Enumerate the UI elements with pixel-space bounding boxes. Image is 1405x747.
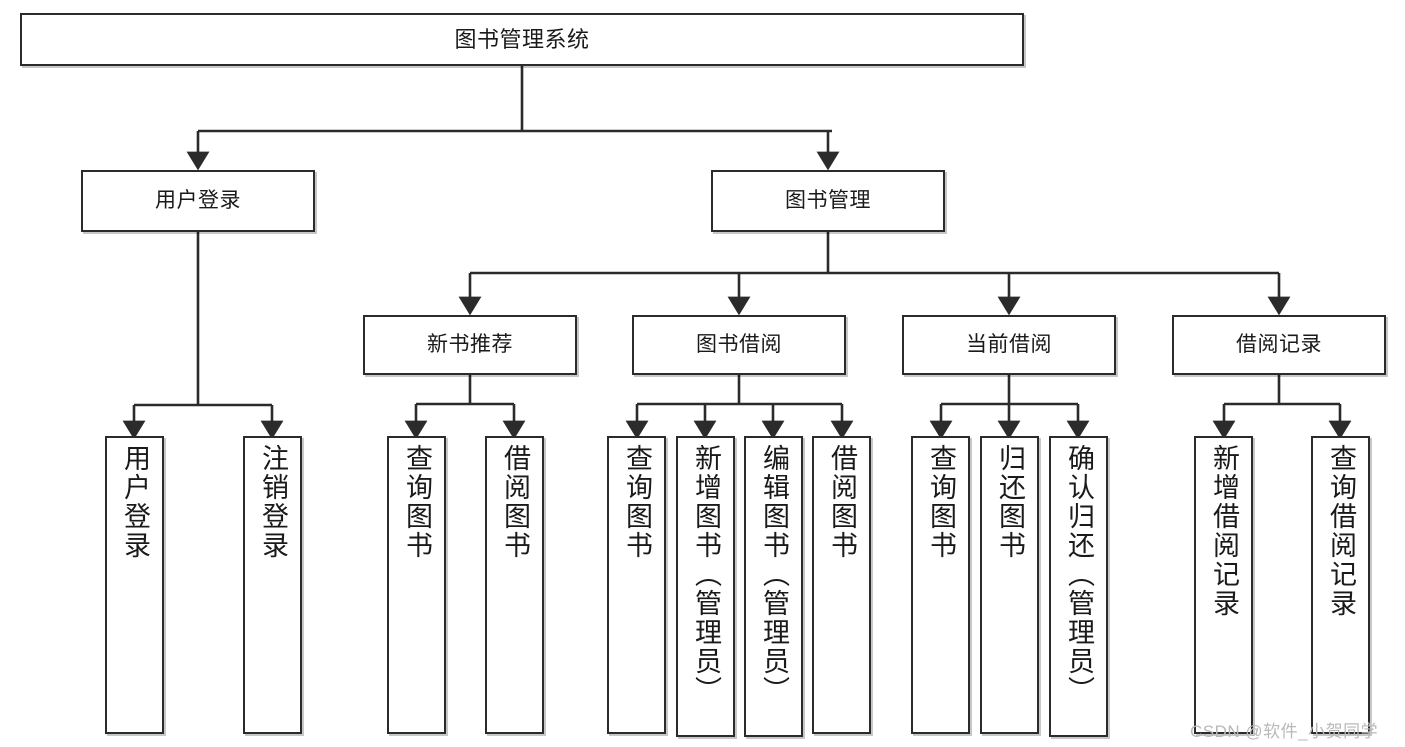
node-label: 新增借阅记录: [1209, 444, 1239, 618]
node-label: 当前借阅: [966, 332, 1052, 356]
node-label: 新增图书（管理员）: [691, 444, 721, 705]
leaf-borrow-book[interactable]: 借阅图书: [812, 436, 871, 734]
node-user-login[interactable]: 用户登录: [81, 170, 315, 232]
node-label: 查询图书: [402, 444, 432, 560]
node-label: 借阅图书: [827, 444, 857, 560]
leaf-query-book-recommend[interactable]: 查询图书: [387, 436, 446, 734]
node-label: 查询图书: [926, 444, 956, 560]
watermark: CSDN @软件_小贺同学: [1190, 722, 1379, 741]
leaf-add-book-admin[interactable]: 新增图书（管理员）: [676, 436, 735, 737]
node-label: 归还图书: [995, 444, 1025, 560]
node-current-borrow[interactable]: 当前借阅: [902, 315, 1116, 375]
leaf-query-book-current[interactable]: 查询图书: [911, 436, 970, 734]
node-label: 图书管理: [785, 188, 871, 212]
node-label: 用户登录: [120, 444, 150, 560]
node-label: 确认归还（管理员）: [1064, 444, 1094, 705]
node-label: 图书管理系统: [454, 26, 590, 52]
leaf-add-borrow-record[interactable]: 新增借阅记录: [1194, 436, 1253, 734]
node-label: 借阅记录: [1236, 332, 1322, 356]
node-label: 编辑图书（管理员）: [759, 444, 789, 705]
node-label: 借阅图书: [500, 444, 530, 560]
leaf-edit-book-admin[interactable]: 编辑图书（管理员）: [744, 436, 803, 737]
node-label: 查询借阅记录: [1326, 444, 1356, 618]
node-label: 图书借阅: [696, 332, 782, 356]
node-label: 新书推荐: [427, 332, 513, 356]
node-label: 用户登录: [155, 188, 241, 212]
leaf-borrow-book-recommend[interactable]: 借阅图书: [485, 436, 544, 734]
node-borrow-record[interactable]: 借阅记录: [1172, 315, 1386, 375]
node-book-management[interactable]: 图书管理: [711, 170, 945, 232]
node-new-book-recommend[interactable]: 新书推荐: [363, 315, 577, 375]
leaf-query-book-borrow[interactable]: 查询图书: [607, 436, 666, 734]
leaf-user-login[interactable]: 用户登录: [105, 436, 164, 734]
leaf-query-borrow-record[interactable]: 查询借阅记录: [1311, 436, 1370, 734]
node-label: 注销登录: [258, 444, 288, 560]
node-root-system[interactable]: 图书管理系统: [20, 13, 1024, 66]
node-label: 查询图书: [622, 444, 652, 560]
leaf-logout[interactable]: 注销登录: [243, 436, 302, 734]
leaf-confirm-return-admin[interactable]: 确认归还（管理员）: [1049, 436, 1108, 737]
leaf-return-book[interactable]: 归还图书: [980, 436, 1039, 734]
node-book-borrow[interactable]: 图书借阅: [632, 315, 846, 375]
